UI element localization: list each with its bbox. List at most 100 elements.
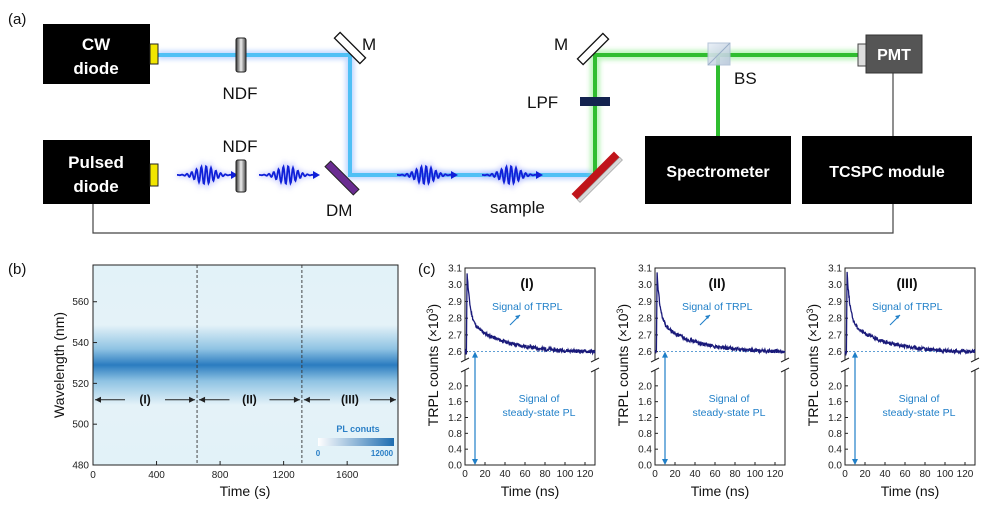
trpl-ytick-label: 0.4: [828, 445, 842, 456]
trpl-xtick-label: 80: [729, 469, 741, 480]
trpl-ytick-label: 0.8: [448, 429, 462, 440]
trpl-xtick-label: 0: [842, 469, 848, 480]
trpl-xtick-label: 20: [669, 469, 681, 480]
mirror-right-label: M: [554, 35, 568, 54]
beam-splitter: [707, 42, 731, 66]
colorbar-min: 0: [316, 449, 321, 458]
trpl-ytick-label: 2.9: [638, 297, 652, 308]
panel-c-label: (c): [418, 261, 436, 278]
spectrometer-label: Spectrometer: [666, 164, 769, 181]
lpf-label: LPF: [527, 93, 558, 112]
trpl-ytick-label: 2.7: [828, 330, 842, 341]
section-arrowhead: [303, 396, 310, 403]
axis-break: [460, 367, 470, 373]
heatmap-ytick-label: 540: [72, 338, 89, 349]
axis-break: [840, 357, 850, 363]
axis-break: [590, 367, 600, 373]
pulse-arrow: [231, 171, 238, 179]
trpl-ytick-label: 0.8: [638, 429, 652, 440]
trpl-ytick-label: 0.0: [828, 461, 842, 472]
trpl-ytick-label: 2.6: [638, 347, 652, 358]
axis-break: [840, 367, 850, 373]
cw-diode-label-2: diode: [73, 59, 118, 78]
heatmap-xtick-label: 400: [148, 470, 165, 481]
trpl-xtick-label: 40: [879, 469, 891, 480]
signal-ss-label-2: steady-state PL: [503, 407, 576, 419]
section-arrowhead: [390, 396, 396, 403]
trpl-ytick-label: 0.8: [828, 429, 842, 440]
pulse-arrow: [536, 171, 543, 179]
trpl-ytick-label: 2.9: [828, 297, 842, 308]
axis-break: [970, 367, 980, 373]
heatmap-xtick-label: 0: [90, 470, 96, 481]
pulse-wave: [259, 164, 315, 186]
trpl-ytick-label: 2.9: [448, 297, 462, 308]
section-label: (I): [139, 393, 150, 407]
trpl-frame-upper: [654, 267, 786, 360]
trpl-xtick-label: 80: [539, 469, 551, 480]
trpl-ytick-label: 1.6: [448, 397, 462, 408]
trpl-ytick-label: 3.0: [638, 280, 652, 291]
trpl-xtick-label: 60: [519, 469, 531, 480]
trpl-ytick-label: 1.6: [828, 397, 842, 408]
trpl-ytick-label: 3.1: [828, 264, 842, 275]
ndf-top-label: NDF: [223, 84, 258, 103]
signal-ss-label-2: steady-state PL: [693, 407, 766, 419]
laser-pulses: [177, 159, 543, 191]
panel-b-label: (b): [8, 261, 26, 278]
pulse-wave: [397, 164, 453, 186]
trpl-ytick-label: 0.4: [448, 445, 462, 456]
axis-break: [780, 367, 790, 373]
trpl-ytick-label: 1.2: [448, 413, 462, 424]
signal-trpl-arrowhead: [895, 315, 900, 319]
pulse-wave: [177, 164, 233, 186]
bs-label: BS: [734, 69, 757, 88]
steady-state-arrowhead: [662, 351, 668, 358]
pulsed-diode-aperture: [149, 163, 159, 187]
signal-trpl-arrowhead: [515, 315, 520, 319]
trpl-ytick-label: 1.2: [638, 413, 652, 424]
trpl-xtick-label: 80: [919, 469, 931, 480]
pulse-arrow: [451, 171, 458, 179]
blue-beam: [158, 50, 595, 180]
heatmap-ytick-label: 500: [72, 420, 89, 431]
ndf-bottom: [235, 159, 247, 193]
section-arrowhead: [293, 396, 300, 403]
trpl-xtick-label: 40: [689, 469, 701, 480]
axis-break: [970, 357, 980, 363]
trpl-panel-title: (I): [520, 275, 533, 291]
trpl-xtick-label: 120: [577, 469, 594, 480]
heatmap-ylabel: Wavelength (nm): [51, 312, 67, 418]
trpl-ytick-label: 1.2: [828, 413, 842, 424]
trpl-ytick-label: 0.0: [448, 461, 462, 472]
trpl-ytick-label: 2.8: [448, 314, 462, 325]
trpl-ylabel: TRPL counts (×103): [805, 304, 821, 426]
trpl-frame-upper: [464, 267, 596, 360]
trpl-xtick-label: 100: [747, 469, 764, 480]
signal-ss-label-2: steady-state PL: [883, 407, 956, 419]
mirror-left-label: M: [362, 35, 376, 54]
trpl-xtick-label: 100: [557, 469, 574, 480]
green-beam: [590, 50, 858, 175]
heatmap-ytick-label: 480: [72, 461, 89, 472]
trigger-cable: [92, 204, 894, 234]
section-arrowhead: [189, 396, 196, 403]
trpl-ylabel: TRPL counts (×103): [425, 304, 441, 426]
pulsed-diode-label-2: diode: [73, 177, 118, 196]
signal-ss-label-1: Signal of: [519, 393, 560, 405]
signal-ss-label-1: Signal of: [709, 393, 750, 405]
long-pass-filter: [580, 97, 610, 106]
pulse-arrow: [313, 171, 320, 179]
axis-break: [650, 367, 660, 373]
trpl-decay-curve: [654, 272, 786, 355]
trpl-xtick-label: 0: [652, 469, 658, 480]
heatmap-xtick-label: 800: [212, 470, 229, 481]
signal-trpl-label: Signal of TRPL: [872, 301, 943, 313]
dichroic-mirror: [324, 160, 360, 196]
trpl-xlabel: Time (ns): [691, 483, 750, 499]
pulsed-diode-box: [43, 140, 150, 204]
